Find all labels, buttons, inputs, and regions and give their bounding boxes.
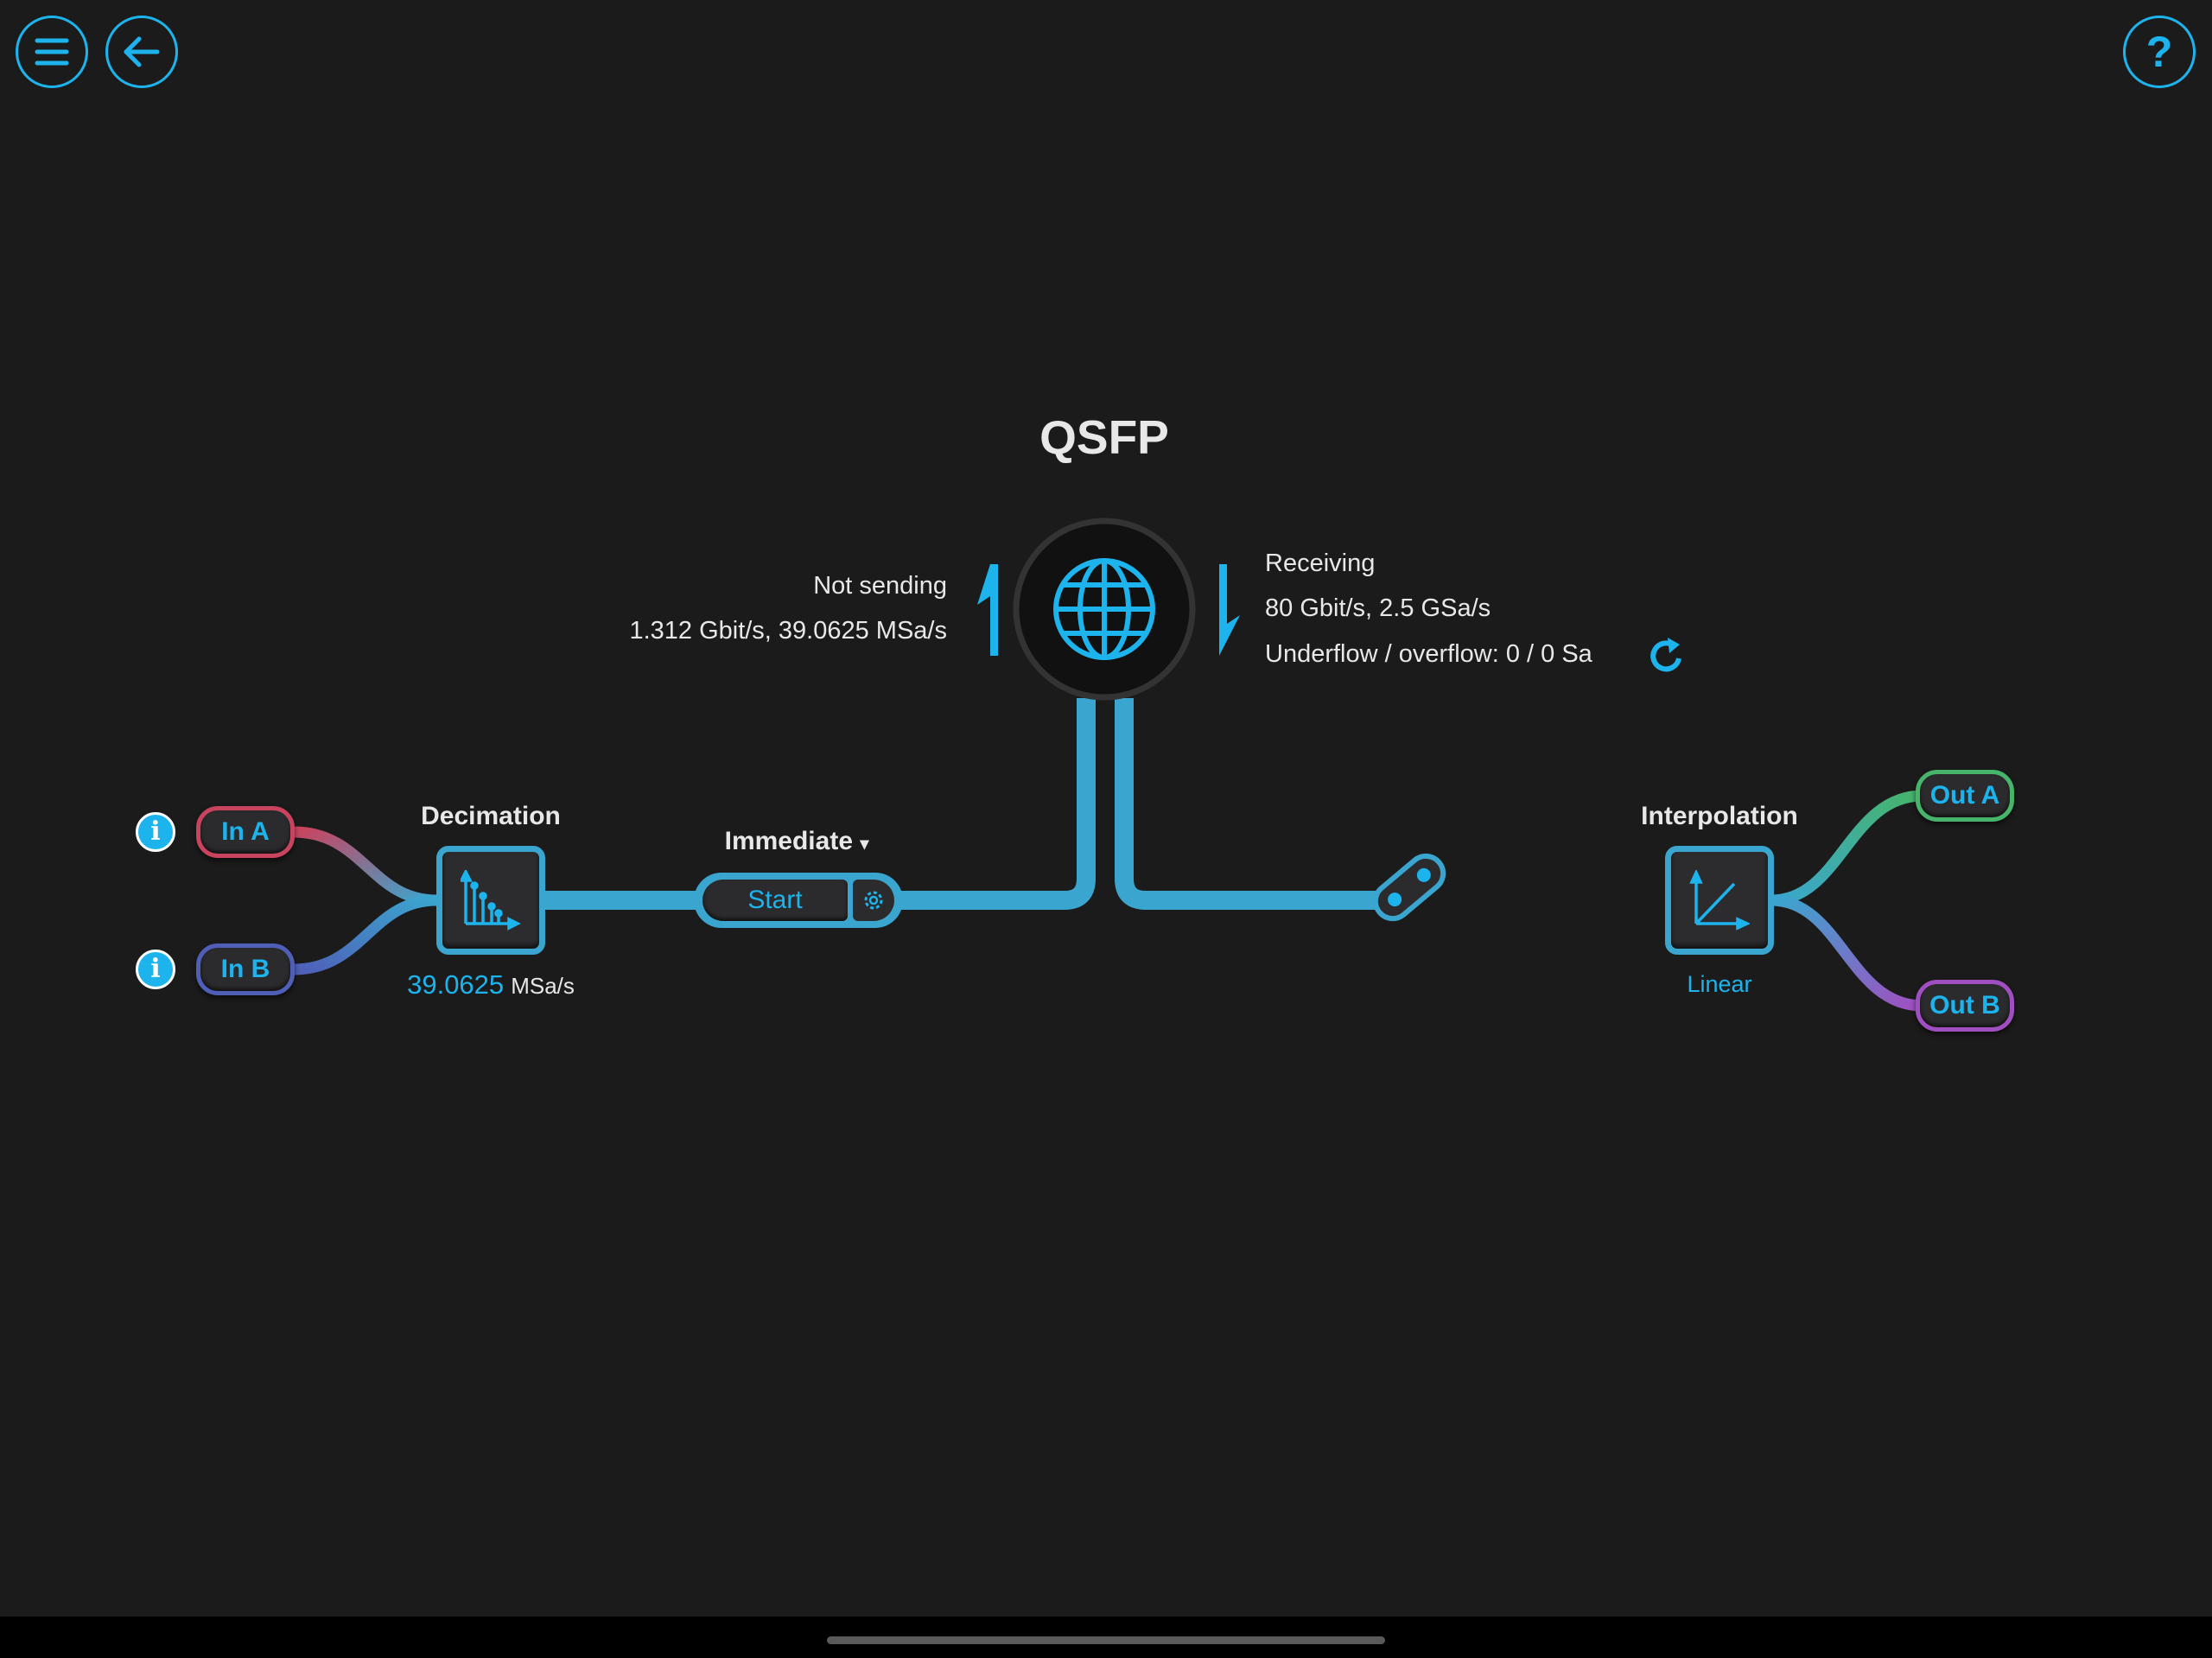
interpolation-mode[interactable]: Linear xyxy=(1687,971,1752,997)
out-a-wire xyxy=(1770,790,1923,906)
decimation-block[interactable] xyxy=(436,846,545,955)
in-a-info-button[interactable]: i xyxy=(136,812,175,852)
trigger-mode-dropdown[interactable]: Immediate ▾ xyxy=(725,827,869,856)
underflow-overflow: Underflow / overflow: 0 / 0 Sa xyxy=(1265,640,1592,668)
info-icon: i xyxy=(150,816,161,847)
chevron-down-icon: ▾ xyxy=(860,835,869,854)
question-mark-icon: ? xyxy=(2145,28,2173,76)
trigger-mode-value: Immediate xyxy=(724,827,853,855)
output-out-a[interactable]: Out A xyxy=(1916,770,2014,822)
send-arrow-up-icon xyxy=(977,564,998,656)
reset-counters-button[interactable] xyxy=(1649,636,1685,674)
arrow-left-icon xyxy=(124,36,160,67)
in-b-wire xyxy=(293,894,437,975)
help-button[interactable]: ? xyxy=(2123,16,2196,88)
rx-pipe xyxy=(1115,698,1391,910)
start-button[interactable]: Start xyxy=(702,880,848,921)
send-status: Not sending xyxy=(813,572,947,600)
start-control: Start xyxy=(694,873,903,928)
gear-icon xyxy=(864,891,883,910)
home-indicator xyxy=(827,1636,1385,1644)
linear-interpolation-icon xyxy=(1689,870,1750,931)
receive-status: Receiving xyxy=(1265,549,1376,577)
receive-rate: 80 Gbit/s, 2.5 GSa/s xyxy=(1265,594,1491,622)
out-b-wire xyxy=(1770,894,1923,1012)
tx-pipe xyxy=(491,698,1096,910)
input-in-a[interactable]: In A xyxy=(196,806,295,858)
back-button[interactable] xyxy=(105,16,178,88)
interpolation-block[interactable] xyxy=(1665,846,1774,955)
hamburger-menu-icon xyxy=(35,38,69,66)
globe-icon xyxy=(1053,558,1155,660)
decimation-label: Decimation xyxy=(421,802,561,830)
qsfp-title: QSFP xyxy=(1039,410,1169,464)
trigger-settings-button[interactable] xyxy=(853,880,894,921)
in-b-info-button[interactable]: i xyxy=(136,950,175,989)
menu-button[interactable] xyxy=(16,16,88,88)
info-icon: i xyxy=(150,954,161,984)
receive-arrow-down-icon xyxy=(1219,564,1240,656)
refresh-icon xyxy=(1650,638,1681,672)
decimation-rate[interactable]: 39.0625 MSa/s xyxy=(407,969,575,1001)
decimation-rate-value: 39.0625 xyxy=(407,969,505,1000)
input-in-b[interactable]: In B xyxy=(196,943,295,995)
interpolation-label: Interpolation xyxy=(1641,802,1798,830)
send-rate: 1.312 Gbit/s, 39.0625 MSa/s xyxy=(629,617,947,645)
output-out-b[interactable]: Out B xyxy=(1916,980,2014,1032)
in-a-wire xyxy=(293,826,437,906)
decimation-chart-icon xyxy=(461,870,521,931)
decimation-rate-unit: MSa/s xyxy=(511,973,575,999)
link-switch-toggle[interactable] xyxy=(1369,849,1451,925)
